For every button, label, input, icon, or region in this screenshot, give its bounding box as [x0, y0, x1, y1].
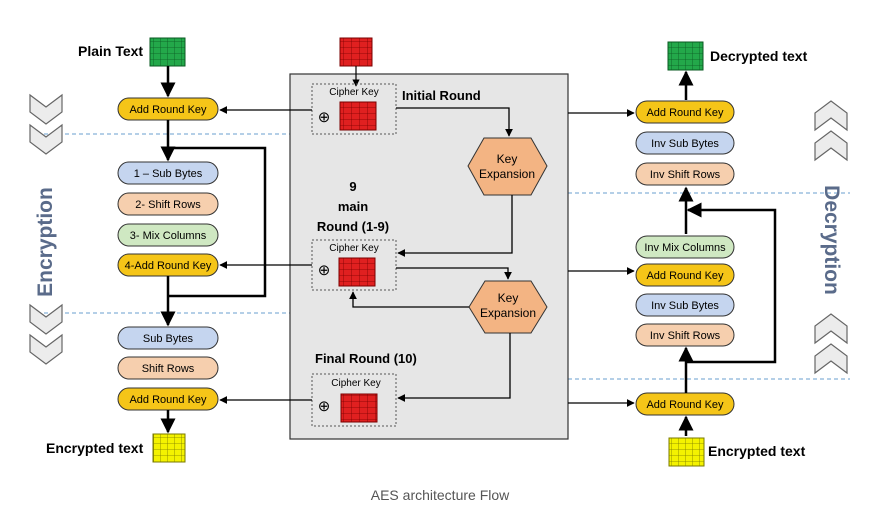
enc-add-round-key-final-label: Add Round Key — [129, 394, 207, 406]
decrypted-text-grid — [667, 41, 704, 71]
flow-arrows — [160, 66, 777, 436]
enc-mix-columns-3-pill — [117, 223, 219, 247]
key-expansion-2-line1: Key — [498, 291, 519, 305]
key-expansion-2-line2: Expansion — [480, 306, 536, 320]
separators — [30, 133, 850, 380]
cipher-key-final: Cipher Key ⊕ — [311, 373, 397, 427]
enc-add-round-key-4-label: 4-Add Round Key — [125, 260, 212, 272]
encryption-steps: Add Round Key 1 – Sub Bytes 2- Shift Row… — [117, 97, 219, 411]
initial-round-label: Initial Round — [402, 88, 481, 103]
main-round-line3: Round (1-9) — [317, 219, 389, 234]
encryption-label: Encryption — [34, 187, 57, 297]
plain-text-grid — [149, 37, 186, 67]
dec-inv-sub-bytes-mid-pill — [635, 293, 735, 317]
encrypted-text-left-grid — [152, 433, 186, 463]
enc-shift-rows-pill — [117, 356, 219, 380]
enc-sub-bytes-1-label: 1 – Sub Bytes — [134, 168, 203, 180]
decryption-label: Decryption — [820, 185, 843, 295]
decrypted-text-label: Decrypted text — [710, 48, 808, 64]
key-expansion-1-line2: Expansion — [479, 167, 535, 181]
encrypted-text-right-grid — [668, 437, 705, 467]
dec-inv-sub-bytes-top-pill — [635, 131, 735, 155]
dec-inv-shift-rows-top-pill — [635, 162, 735, 186]
key-expansion-2: Key Expansion — [468, 280, 548, 334]
dec-inv-sub-bytes-top-label: Inv Sub Bytes — [651, 138, 719, 150]
encrypted-text-left-label: Encrypted text — [46, 440, 144, 456]
xor-icon: ⊕ — [318, 109, 331, 126]
main-round-line2: main — [338, 199, 368, 214]
key-expansion-1: Key Expansion — [467, 137, 548, 196]
encrypted-text-right-label: Encrypted text — [708, 443, 806, 459]
dec-inv-shift-rows-mid-pill — [635, 323, 735, 347]
cipher-key-main: Cipher Key ⊕ — [311, 239, 397, 291]
cipher-key-main-label: Cipher Key — [329, 243, 378, 254]
plain-text-label: Plain Text — [78, 43, 143, 59]
enc-add-round-key-label: Add Round Key — [129, 104, 207, 116]
encryption-chevrons — [29, 93, 63, 365]
enc-shift-rows-2-pill — [117, 192, 219, 216]
dec-inv-mix-columns-pill — [635, 235, 735, 259]
enc-shift-rows-label: Shift Rows — [142, 363, 195, 375]
center-panel — [289, 73, 569, 440]
decryption-steps: Add Round Key Inv Sub Bytes Inv Shift Ro… — [635, 100, 735, 416]
dec-add-round-key-mid-label: Add Round Key — [646, 270, 724, 282]
top-key-grid — [339, 37, 373, 67]
cipher-key-initial-label: Cipher Key — [329, 87, 378, 98]
caption: AES architecture Flow — [371, 487, 510, 503]
dec-add-round-key-bottom-label: Add Round Key — [646, 399, 724, 411]
final-round-label: Final Round (10) — [315, 351, 417, 366]
dec-inv-mix-columns-label: Inv Mix Columns — [644, 242, 726, 254]
dec-inv-shift-rows-mid-label: Inv Shift Rows — [650, 330, 721, 342]
cipher-key-initial: Cipher Key ⊕ — [311, 83, 397, 135]
enc-mix-columns-3-label: 3- Mix Columns — [130, 230, 207, 242]
main-round-line1: 9 — [349, 179, 356, 194]
enc-sub-bytes-1-pill — [117, 161, 219, 185]
decryption-chevrons — [814, 100, 848, 375]
enc-shift-rows-2-label: 2- Shift Rows — [135, 199, 201, 211]
cipher-key-final-label: Cipher Key — [331, 378, 380, 389]
dec-inv-shift-rows-top-label: Inv Shift Rows — [650, 169, 721, 181]
dec-inv-sub-bytes-mid-label: Inv Sub Bytes — [651, 300, 719, 312]
xor-icon: ⊕ — [318, 262, 331, 279]
dec-add-round-key-mid-pill — [635, 263, 735, 287]
dec-add-round-key-top-pill — [635, 100, 735, 124]
enc-sub-bytes-pill — [117, 326, 219, 350]
enc-sub-bytes-label: Sub Bytes — [143, 333, 194, 345]
dec-add-round-key-top-label: Add Round Key — [646, 107, 724, 119]
xor-icon: ⊕ — [318, 398, 331, 415]
key-expansion-1-line1: Key — [497, 152, 518, 166]
